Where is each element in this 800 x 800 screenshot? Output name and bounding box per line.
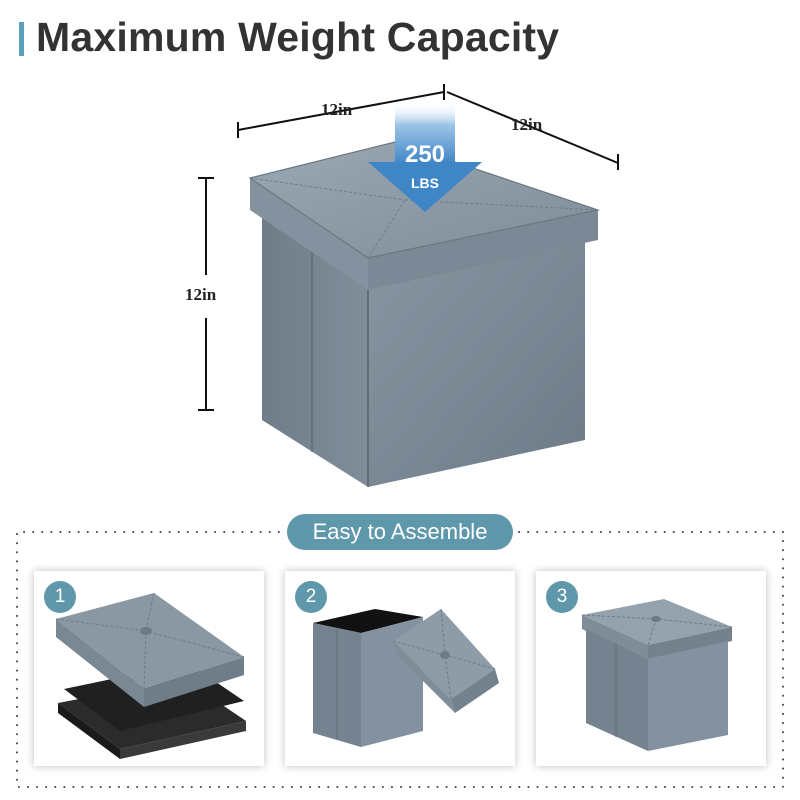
folded-ottoman-image — [55, 592, 246, 759]
step-card-2: 2 — [285, 571, 515, 766]
height-dimension-line — [198, 177, 214, 411]
depth-label: 12in — [511, 115, 543, 134]
width-dimension-line — [237, 84, 445, 138]
easy-to-assemble-label: Easy to Assemble — [287, 514, 513, 550]
step-badge-1: 1 — [44, 581, 76, 613]
depth-dimension-line — [446, 91, 619, 170]
weight-value: 250 — [404, 141, 446, 168]
step-badge-2: 2 — [295, 581, 327, 613]
assembled-ottoman-image — [581, 599, 733, 751]
ottoman-main-illustration — [198, 84, 619, 487]
page-title: Maximum Weight Capacity — [36, 14, 560, 60]
title-accent-bar — [19, 22, 24, 56]
step-badge-3: 3 — [546, 581, 578, 613]
step-card-1: 1 — [34, 571, 264, 766]
weight-unit: LBS — [411, 175, 439, 191]
width-label: 12in — [321, 100, 353, 119]
open-ottoman-image — [313, 608, 499, 747]
height-label: 12in — [185, 285, 217, 304]
weight-arrow-icon — [368, 104, 482, 212]
step-card-3: 3 — [536, 571, 766, 766]
ottoman-body — [262, 215, 585, 487]
